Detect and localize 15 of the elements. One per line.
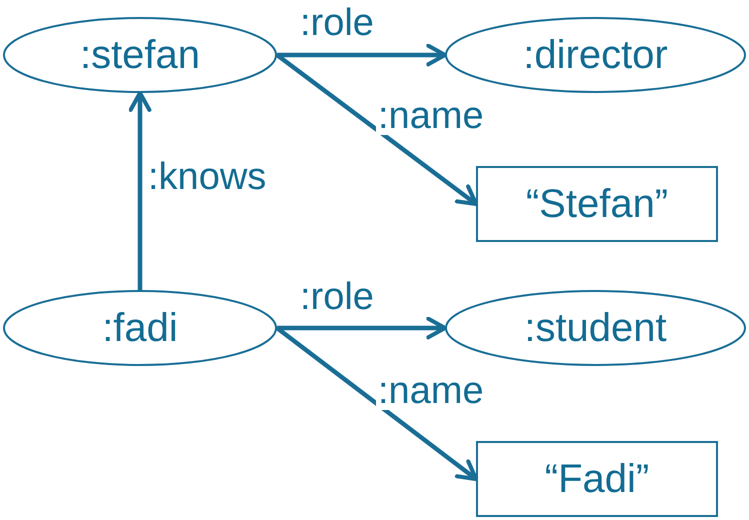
resource-ellipse: [3, 17, 277, 93]
literal-box: [476, 441, 718, 517]
arrow: [277, 44, 448, 66]
node-label: :fadi: [102, 308, 178, 348]
resource-ellipse: [445, 17, 746, 93]
resource-ellipse: [445, 290, 746, 366]
resource-ellipse: [3, 290, 277, 366]
literal-box: [476, 166, 718, 242]
arrow: [277, 316, 448, 340]
node-label: :student: [524, 308, 667, 348]
node-label: :director: [523, 35, 668, 75]
arrow: [128, 90, 152, 290]
node-label: :stefan: [80, 35, 200, 75]
node-label: “Fadi”: [544, 459, 650, 499]
node-label: “Stefan”: [526, 184, 668, 224]
